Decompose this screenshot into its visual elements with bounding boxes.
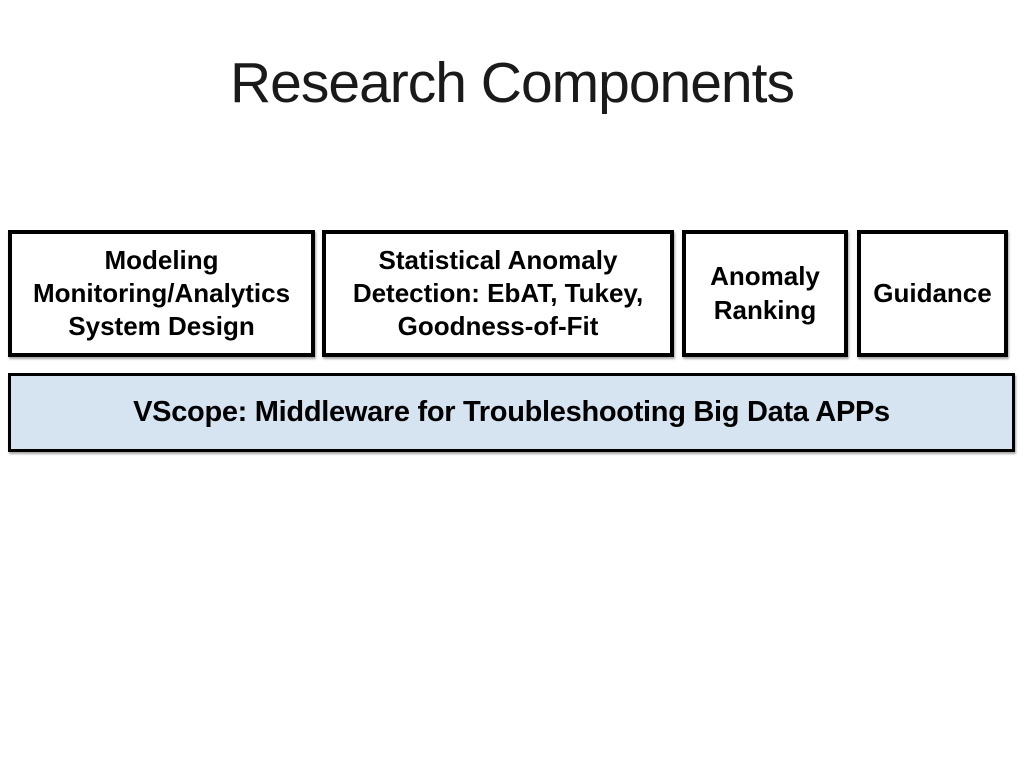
component-box-label: Guidance bbox=[873, 277, 992, 308]
vscope-banner-label: VScope: Middleware for Troubleshooting B… bbox=[133, 396, 890, 428]
component-box-label: Statistical Anomaly Detection: EbAT, Tuk… bbox=[352, 244, 644, 341]
component-box-label: Anomaly Ranking bbox=[710, 261, 820, 325]
component-box-anomaly-ranking: Anomaly Ranking bbox=[682, 230, 848, 357]
component-box-label: Modeling Monitoring/Analytics System Des… bbox=[32, 244, 291, 341]
vscope-banner: VScope: Middleware for Troubleshooting B… bbox=[8, 373, 1015, 452]
component-box-statistical-anomaly-detection: Statistical Anomaly Detection: EbAT, Tuk… bbox=[322, 230, 674, 357]
slide-title: Research Components bbox=[230, 51, 795, 115]
component-box-modeling-monitoring-analytics: Modeling Monitoring/Analytics System Des… bbox=[8, 230, 315, 357]
component-box-guidance: Guidance bbox=[857, 230, 1008, 357]
